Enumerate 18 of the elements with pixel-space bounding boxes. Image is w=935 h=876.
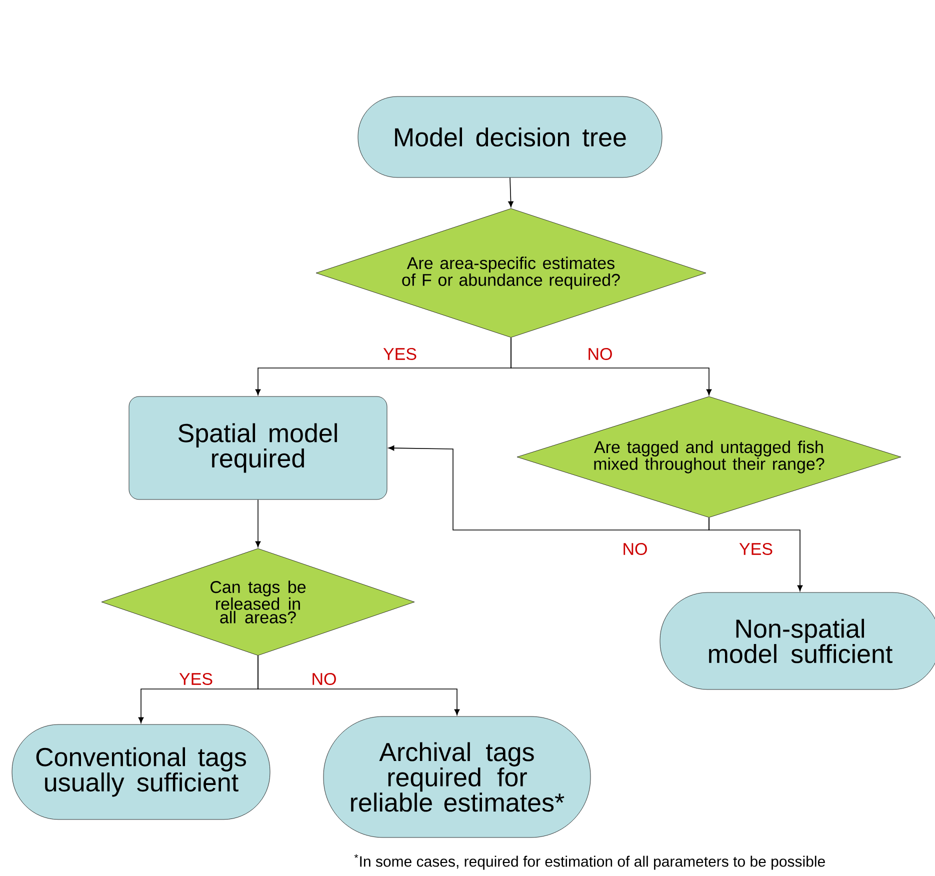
arrow [255,499,261,548]
terminal-box: Non-spatial model sufficient [660,592,935,690]
terminal-box: Model decision tree [358,96,662,178]
terminal-box: Archival tags required for reliable estimates* [323,716,591,838]
terminal-box: Conventional tags usually sufficient [12,724,270,820]
edge-label: NO [312,672,336,685]
arrow [258,655,460,716]
edge-label: NO [624,542,647,555]
arrow [388,445,710,530]
process-box: Spatial model required [128,396,388,500]
arrow [708,517,803,592]
edge-label: YES [383,348,416,360]
footnote: $^{*}$In some cases, required for estimation of all parameters to be possible [354,854,825,870]
arrow [508,177,514,208]
edge-label: YES [739,542,772,555]
arrow [510,337,712,396]
edge-label: YES [179,672,212,685]
edge-label: NO [588,348,612,360]
